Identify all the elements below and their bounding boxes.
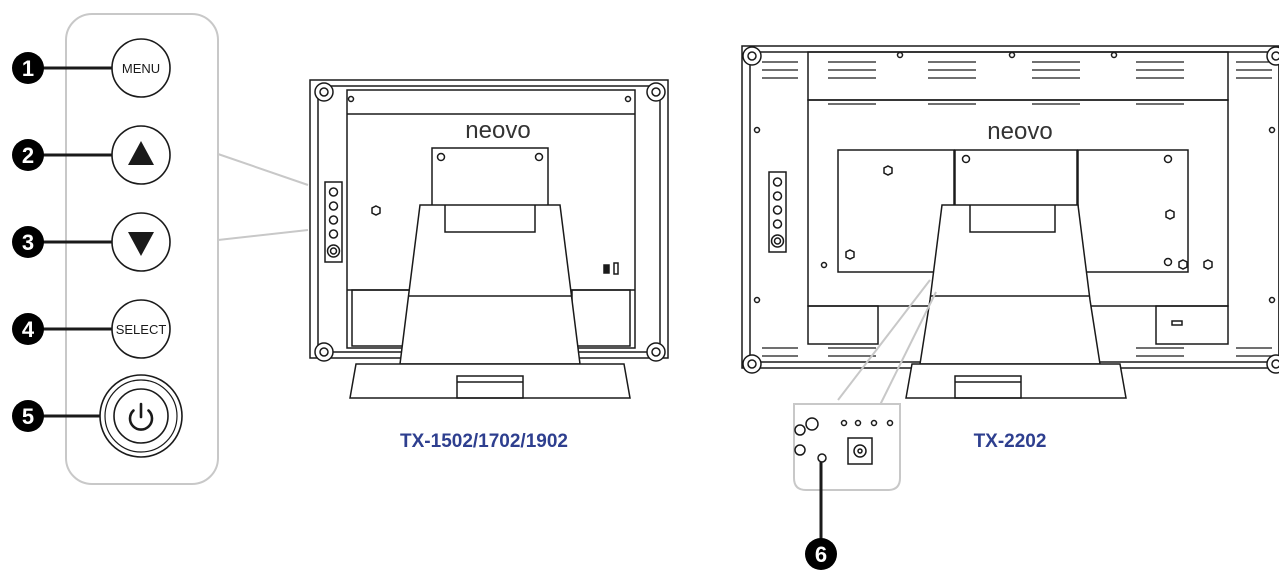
marker-1: [12, 52, 44, 84]
marker-4-label: 4: [22, 317, 35, 342]
marker-2-label: 2: [22, 143, 34, 168]
dc-in-port: [847, 437, 873, 465]
marker-6: [805, 538, 837, 570]
up-button-group: 2: [12, 125, 171, 185]
caption-large: TX-2202: [974, 431, 1047, 452]
select-button-label: SELECT: [116, 322, 167, 337]
marker-1-label: 1: [22, 56, 34, 81]
monitor-large-rear: [741, 45, 1279, 399]
menu-button[interactable]: [111, 38, 171, 98]
marker-3: [12, 226, 44, 258]
menu-button-group: MENU 1: [12, 38, 171, 98]
marker-5: [12, 400, 44, 432]
brand-logo-small: neovo: [465, 117, 530, 144]
marker-2: [12, 139, 44, 171]
marker-6-label: 6: [815, 542, 827, 567]
marker-5-label: 5: [22, 404, 34, 429]
brand-logo-large: neovo: [987, 118, 1052, 145]
marker-3-label: 3: [22, 230, 34, 255]
down-button-group: 3: [12, 212, 171, 272]
select-button[interactable]: [111, 299, 171, 359]
port-zoom-callout: [793, 279, 937, 570]
power-button-group: 5: [12, 374, 183, 458]
monitor-small-rear: [309, 79, 669, 399]
triangle-up-icon: [128, 141, 154, 165]
menu-button-label: MENU: [122, 61, 160, 76]
caption-small: TX-1502/1702/1902: [400, 431, 568, 452]
marker-4: [12, 313, 44, 345]
select-button-group: SELECT 4: [12, 299, 171, 359]
power-icon: [128, 402, 154, 431]
triangle-down-icon: [128, 232, 154, 256]
